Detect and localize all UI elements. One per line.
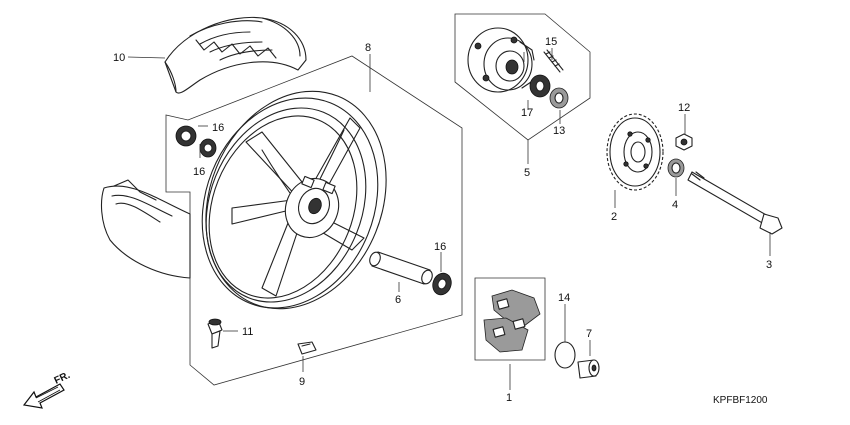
callout-1: 1 (506, 392, 512, 404)
hub-bearing (529, 74, 551, 98)
callout-6: 6 (395, 294, 401, 306)
callout-8: 8 (365, 42, 371, 54)
callout-14: 14 (558, 292, 570, 304)
front-direction-arrow: FR. (22, 370, 72, 409)
callout-3: 3 (766, 259, 772, 271)
drawing-code: KPFBF1200 (713, 395, 768, 406)
bearing-upper (175, 125, 197, 147)
callout-10: 10 (113, 52, 125, 64)
callout-16-upper: 16 (212, 122, 224, 134)
driven-sprocket (606, 113, 664, 191)
callout-16-lower: 16 (193, 166, 205, 178)
rear-axle (687, 171, 783, 235)
sprocket-nut (675, 133, 693, 151)
callout-16-right: 16 (434, 241, 446, 253)
callout-15: 15 (545, 36, 557, 48)
wheel-group-outline (165, 55, 463, 386)
hub-group-outline (454, 13, 591, 141)
mudguard (100, 185, 191, 279)
side-collar (577, 359, 600, 379)
wheel-spokes (231, 117, 365, 297)
balance-weight (297, 341, 317, 355)
valve-stem (207, 318, 223, 349)
front-direction-label: FR. (53, 370, 72, 387)
callout-2: 2 (611, 211, 617, 223)
leader-lines (127, 48, 771, 390)
sprocket-hub (467, 27, 535, 93)
axle-collar (667, 158, 685, 178)
bearing-right (432, 272, 452, 296)
callout-9: 9 (299, 376, 305, 388)
callout-17: 17 (521, 107, 533, 119)
tire (164, 16, 307, 94)
oil-seal (549, 87, 569, 109)
damper-group-outline (474, 277, 546, 361)
distance-collar (369, 251, 433, 285)
callout-4: 4 (672, 199, 678, 211)
stud-bolt (543, 49, 564, 73)
callout-11: 11 (242, 326, 253, 338)
callout-labels: 10 8 16 16 16 6 11 9 15 17 13 5 12 2 4 3… (113, 36, 772, 404)
bearing-lower (199, 138, 217, 158)
wheel-hub (284, 175, 340, 239)
o-ring (554, 341, 576, 369)
damper-rubbers (483, 289, 541, 353)
callout-12: 12 (678, 102, 690, 114)
callout-13: 13 (553, 125, 565, 137)
callout-5: 5 (524, 167, 530, 179)
callout-7: 7 (586, 328, 592, 340)
